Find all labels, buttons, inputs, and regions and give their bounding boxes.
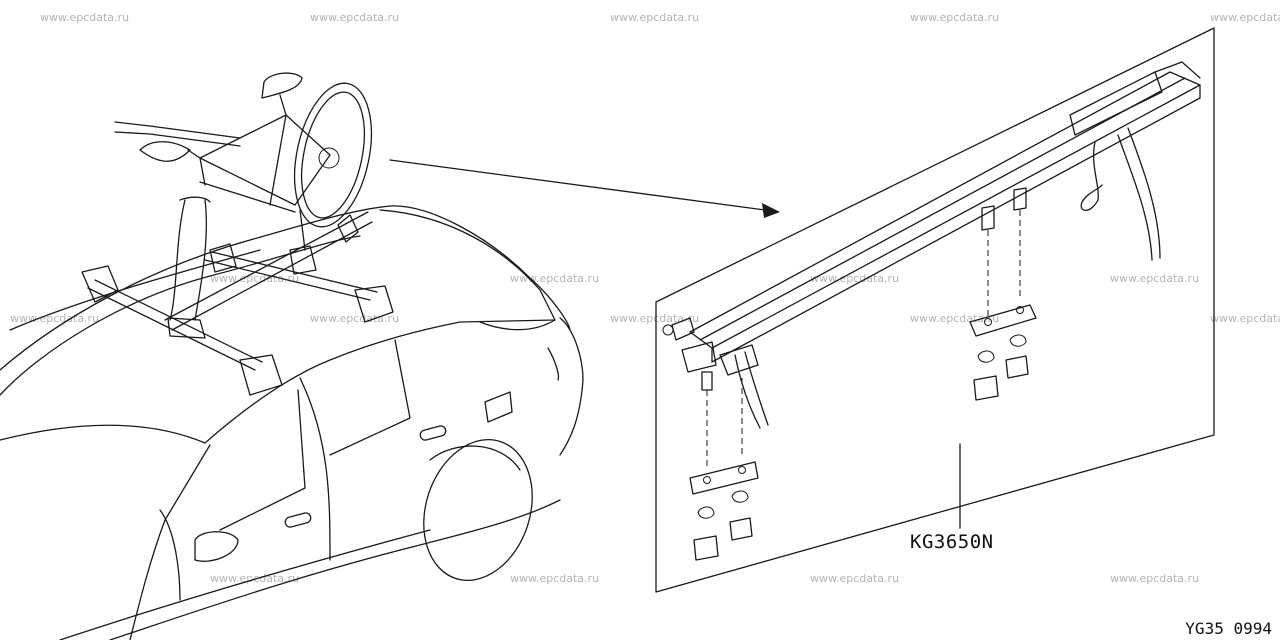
watermark-text: www.epcdata.ru — [310, 312, 400, 325]
watermark-text: www.epcdata.ru — [810, 272, 900, 285]
watermark-text: www.epcdata.ru — [310, 11, 400, 24]
rear-clamp-hardware — [969, 304, 1037, 401]
watermark-text: www.epcdata.ru — [1110, 572, 1200, 585]
carrier-rail — [662, 61, 1201, 470]
watermark-text: www.epcdata.ru — [1210, 312, 1280, 325]
watermark-text: www.epcdata.ru — [510, 572, 600, 585]
watermark-text: www.epcdata.ru — [810, 572, 900, 585]
car-illustration — [0, 205, 584, 640]
watermark-text: www.epcdata.ru — [610, 312, 700, 325]
figure-code-label: YG35 0994 — [1185, 619, 1272, 638]
front-clamp-hardware — [689, 461, 759, 561]
watermark-text: www.epcdata.ru — [210, 272, 300, 285]
bicycle-illustration — [114, 72, 372, 339]
watermark-text: www.epcdata.ru — [40, 11, 130, 24]
watermark-text: www.epcdata.ru — [1110, 272, 1200, 285]
watermark-text: www.epcdata.ru — [910, 312, 1000, 325]
watermark-text: www.epcdata.ru — [210, 572, 300, 585]
watermark-text: www.epcdata.ru — [1210, 11, 1280, 24]
detail-panel — [655, 27, 1215, 593]
part-number-label: KG3650N — [910, 531, 994, 553]
callout-arrow — [389, 159, 780, 218]
watermark-text: www.epcdata.ru — [910, 11, 1000, 24]
watermark-text: www.epcdata.ru — [610, 11, 700, 24]
